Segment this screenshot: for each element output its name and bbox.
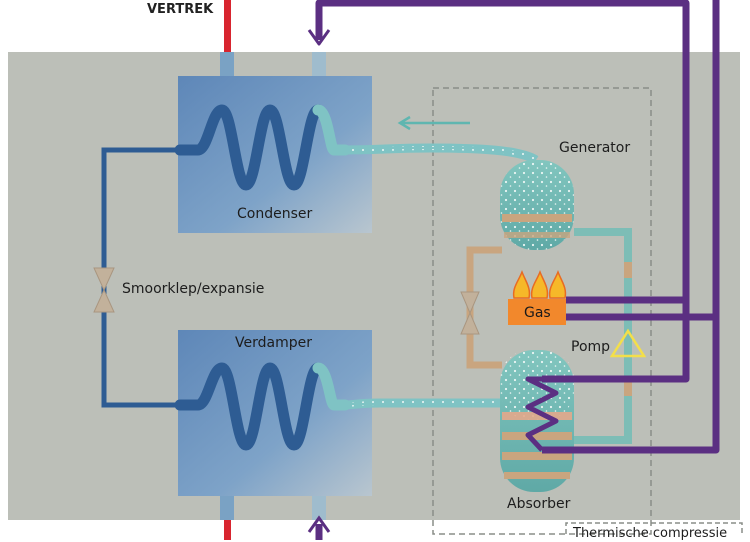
- generator-label: Generator: [559, 140, 631, 156]
- gas-burner: [508, 299, 566, 325]
- solution-valve: [460, 291, 480, 335]
- return-line-top: [315, 0, 690, 383]
- evaporator-panel: [178, 330, 372, 496]
- supply-pipe-bottom: [224, 520, 231, 540]
- return-arrow-bottom: [307, 515, 331, 533]
- thermal-compression-frame: [432, 87, 652, 535]
- return-arrow-top: [307, 29, 331, 46]
- throttle-valve: [93, 267, 115, 313]
- absorber-label: Absorber: [507, 496, 571, 512]
- absorber-tank: [500, 350, 574, 492]
- vertrek-label: VERTREK: [147, 2, 214, 17]
- thermische-label: Thermische compressie: [573, 526, 728, 541]
- heat-line-right: [542, 0, 720, 454]
- pump-icon: [609, 328, 647, 358]
- evaporator-coil-dark: [174, 362, 324, 451]
- solution-pipe-right: [574, 228, 632, 444]
- supply-pipe-top: [224, 0, 231, 52]
- absorber-heat-exchanger: [525, 376, 559, 452]
- gas-label: Gas: [524, 305, 551, 321]
- pomp-label: Pomp: [571, 339, 611, 355]
- evaporator-port-right: [312, 496, 326, 520]
- smoorklep-label: Smoorklep/expansie: [122, 281, 265, 297]
- generator-tank: [500, 160, 574, 250]
- condenser-coil-dark: [174, 104, 324, 191]
- evaporator-coil-light: [312, 362, 351, 411]
- condenser-port-left: [220, 52, 234, 76]
- thermal-label-frame: [565, 522, 743, 534]
- condenser-label: Condenser: [237, 206, 313, 222]
- flow-arrow: [397, 115, 470, 131]
- evaporator-port-left: [220, 496, 234, 520]
- condenser-coil-light: [312, 104, 351, 156]
- flame-icon: [512, 269, 567, 299]
- verdamper-label: Verdamper: [235, 335, 312, 351]
- condenser-port-right: [312, 52, 326, 76]
